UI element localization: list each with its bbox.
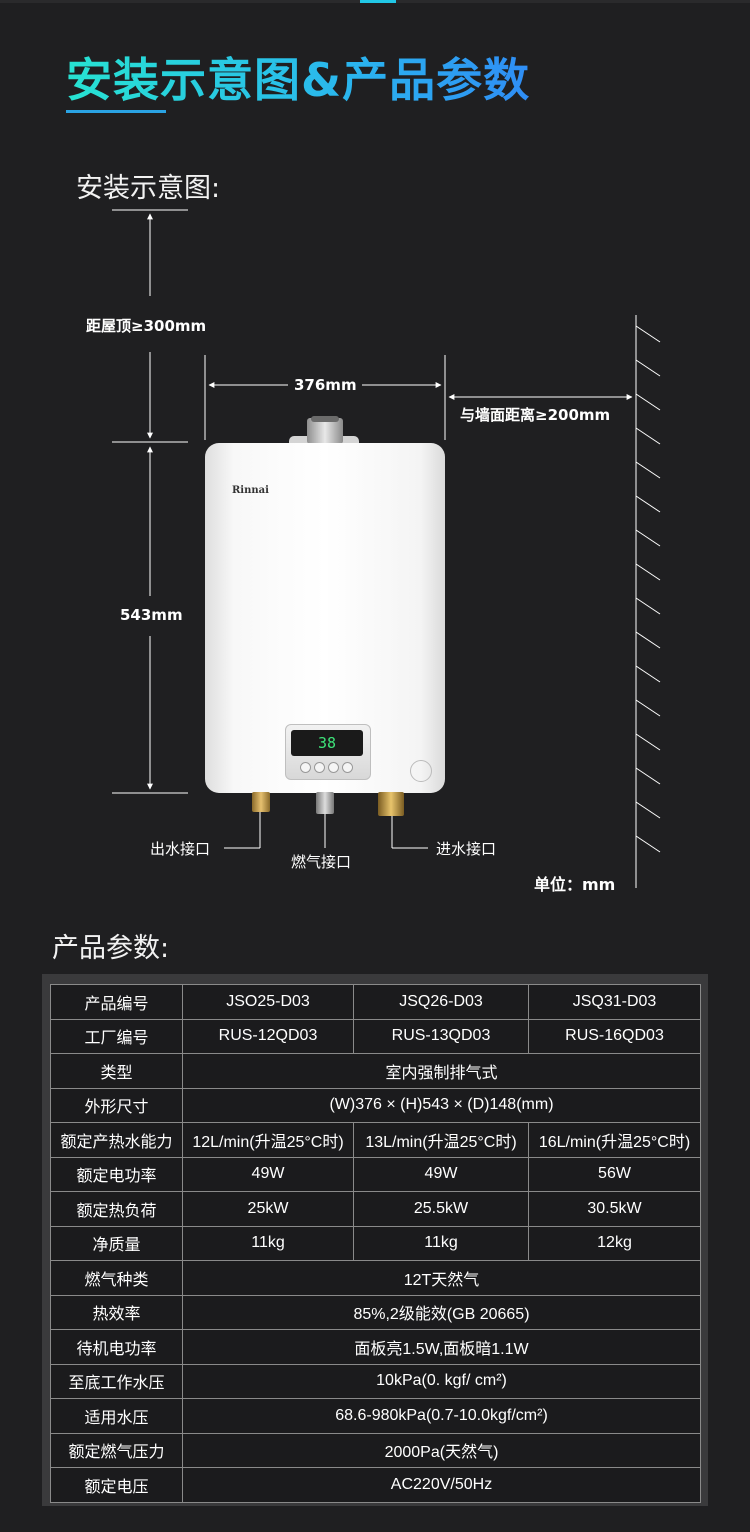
page-title: 安装示意图&产品参数 — [66, 44, 530, 110]
param-name-cell: 额定电压 — [50, 1467, 183, 1503]
param-name-cell: 额定燃气压力 — [50, 1432, 183, 1468]
param-name-cell: 热效率 — [50, 1294, 183, 1330]
param-value-cell: 25.5kW — [353, 1191, 529, 1227]
table-row: 类型室内强制排气式 — [50, 1053, 701, 1089]
display-screen — [291, 730, 363, 756]
param-name-cell: 适用水压 — [50, 1398, 183, 1434]
param-value-cell: 11kg — [182, 1225, 354, 1261]
installation-diagram — [112, 209, 661, 888]
width-label: 376mm — [294, 376, 357, 394]
flue-pipe — [307, 418, 343, 444]
water-inlet-label: 进水接口 — [436, 840, 497, 858]
brand-logo: Rinnai — [232, 485, 269, 496]
param-name-cell: 产品编号 — [50, 984, 183, 1020]
param-value-cell: RUS-13QD03 — [353, 1018, 529, 1054]
param-value-cell: 30.5kW — [528, 1191, 701, 1227]
panel-button — [314, 762, 325, 773]
param-value-cell: 16L/min(升温25°C时) — [528, 1122, 701, 1158]
title-underline — [66, 110, 166, 113]
param-value-cell: 68.6-980kPa(0.7-10.0kgf/cm²) — [182, 1398, 701, 1434]
display-temperature: 38 — [318, 734, 337, 752]
param-value-cell: 2000Pa(天然气) — [182, 1432, 701, 1468]
wall-distance-label: 与墙面距离≥200mm — [460, 406, 611, 424]
param-name-cell: 至底工作水压 — [50, 1363, 183, 1399]
water-inlet-pipe — [378, 792, 404, 816]
param-value-cell: RUS-16QD03 — [528, 1018, 701, 1054]
param-value-cell: 10kPa(0. kgf/ cm²) — [182, 1363, 701, 1399]
param-value-cell: 室内强制排气式 — [182, 1053, 701, 1089]
param-value-cell: 12kg — [528, 1225, 701, 1261]
param-value-cell: RUS-12QD03 — [182, 1018, 354, 1054]
install-section-label: 安装示意图: — [76, 173, 221, 204]
param-value-cell: 25kW — [182, 1191, 354, 1227]
param-name-cell: 额定热负荷 — [50, 1191, 183, 1227]
unit-label: 单位：mm — [534, 875, 616, 894]
table-row: 外形尺寸(W)376 × (H)543 × (D)148(mm) — [50, 1087, 701, 1123]
param-value-cell: 85%,2级能效(GB 20665) — [182, 1294, 701, 1330]
param-value-cell: 56W — [528, 1156, 701, 1192]
panel-button — [342, 762, 353, 773]
param-value-cell: 49W — [353, 1156, 529, 1192]
certification-icon — [410, 760, 432, 782]
top-accent — [360, 0, 396, 3]
param-name-cell: 工厂编号 — [50, 1018, 183, 1054]
gas-inlet-pipe — [316, 792, 334, 814]
param-value-cell: 49W — [182, 1156, 354, 1192]
param-name-cell: 待机电功率 — [50, 1329, 183, 1365]
water-outlet-pipe — [252, 792, 270, 812]
param-value-cell: 12L/min(升温25°C时) — [182, 1122, 354, 1158]
param-value-cell: JSO25-D03 — [182, 984, 354, 1020]
ceiling-distance-label: 距屋顶≥300mm — [86, 317, 207, 335]
param-value-cell: JSQ31-D03 — [528, 984, 701, 1020]
table-row: 待机电功率面板亮1.5W,面板暗1.1W — [50, 1329, 701, 1365]
param-value-cell: 13L/min(升温25°C时) — [353, 1122, 529, 1158]
param-name-cell: 燃气种类 — [50, 1260, 183, 1296]
param-value-cell: 面板亮1.5W,面板暗1.1W — [182, 1329, 701, 1365]
flue-cap — [311, 416, 339, 422]
param-value-cell: AC220V/50Hz — [182, 1467, 701, 1503]
panel-button — [328, 762, 339, 773]
panel-button — [300, 762, 311, 773]
param-name-cell: 额定产热水能力 — [50, 1122, 183, 1158]
param-value-cell: JSQ26-D03 — [353, 984, 529, 1020]
water-outlet-label: 出水接口 — [150, 840, 211, 858]
param-value-cell: (W)376 × (H)543 × (D)148(mm) — [182, 1087, 701, 1123]
height-label: 543mm — [120, 606, 183, 624]
param-name-cell: 额定电功率 — [50, 1156, 183, 1192]
gas-inlet-label: 燃气接口 — [291, 853, 352, 871]
top-bar — [0, 0, 750, 3]
param-name-cell: 类型 — [50, 1053, 183, 1089]
param-name-cell: 外形尺寸 — [50, 1087, 183, 1123]
wall-hatching — [635, 325, 661, 853]
param-name-cell: 净质量 — [50, 1225, 183, 1261]
param-value-cell: 12T天然气 — [182, 1260, 701, 1296]
params-section-label: 产品参数: — [52, 933, 170, 964]
param-value-cell: 11kg — [353, 1225, 529, 1261]
